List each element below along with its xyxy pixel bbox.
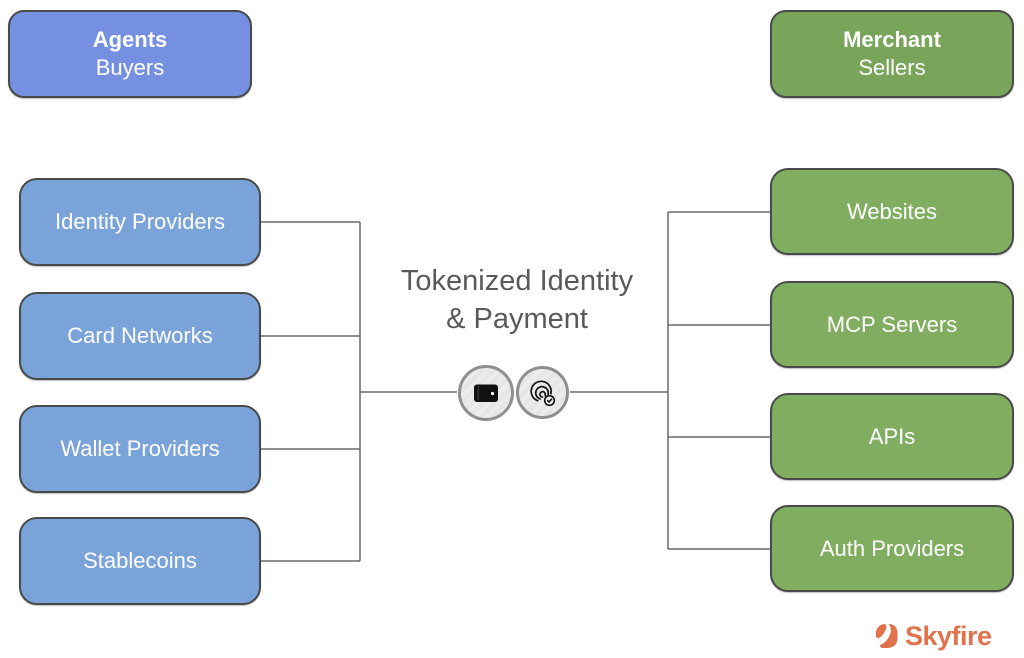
node-identity-providers: Identity Providers bbox=[19, 178, 261, 266]
node-label: Wallet Providers bbox=[60, 436, 220, 461]
sellers-subtitle: Sellers bbox=[858, 55, 926, 80]
center-title-line1: Tokenized Identity bbox=[400, 265, 634, 297]
skyfire-logo-text: Skyfire bbox=[905, 620, 992, 651]
node-label: Auth Providers bbox=[819, 535, 965, 561]
skyfire-logo-icon bbox=[875, 623, 898, 649]
skyfire-logo: Skyfire bbox=[874, 619, 992, 653]
fingerprint-check-icon bbox=[529, 379, 555, 406]
agents-title: Agents bbox=[92, 27, 168, 52]
node-label: Card Networks bbox=[67, 323, 213, 348]
node-card-networks: Card Networks bbox=[19, 292, 261, 380]
node-apis: APIs bbox=[770, 393, 1014, 480]
agents-buyers-header: Agents Buyers bbox=[8, 10, 252, 98]
node-auth-providers: Auth Providers bbox=[770, 505, 1014, 592]
node-label: MCP Servers bbox=[826, 311, 958, 337]
wallet-icon-circle bbox=[458, 365, 514, 421]
wallet-icon bbox=[474, 384, 498, 402]
merchant-title: Merchant bbox=[843, 27, 941, 52]
center-title-line2: & Payment bbox=[446, 303, 588, 335]
node-websites: Websites bbox=[770, 168, 1014, 255]
node-wallet-providers: Wallet Providers bbox=[19, 405, 261, 493]
fingerprint-check-icon-circle bbox=[516, 366, 569, 419]
node-label: Stablecoins bbox=[83, 548, 197, 573]
node-label: APIs bbox=[868, 423, 916, 449]
node-label: Identity Providers bbox=[55, 209, 225, 234]
center-title: Tokenized Identity & Payment bbox=[377, 262, 657, 338]
buyers-subtitle: Buyers bbox=[95, 55, 165, 80]
node-stablecoins: Stablecoins bbox=[19, 517, 261, 605]
node-mcp-servers: MCP Servers bbox=[770, 281, 1014, 368]
node-label: Websites bbox=[846, 198, 938, 224]
merchant-sellers-header: Merchant Sellers bbox=[770, 10, 1014, 98]
